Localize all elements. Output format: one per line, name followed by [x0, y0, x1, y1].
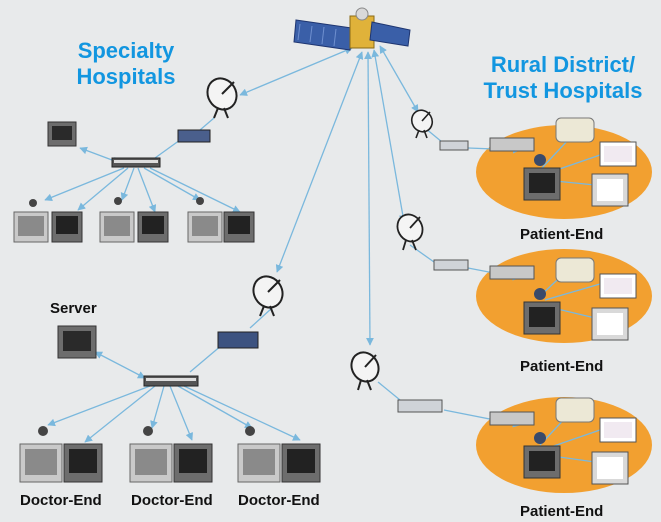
satellite-dish-icon	[206, 77, 238, 119]
medical-device-icon	[599, 273, 637, 299]
webcam-icon	[38, 426, 48, 436]
printer-icon	[555, 257, 595, 283]
webcam-icon	[114, 197, 122, 205]
specialty-title-line-2: Hospitals	[76, 64, 176, 89]
computer-workstation-icon	[523, 167, 561, 201]
network-switch-icon	[111, 157, 161, 168]
modem-icon	[439, 140, 469, 151]
computer-workstation-icon	[57, 325, 97, 359]
medical-device-icon	[599, 141, 637, 167]
satellite-icon	[293, 7, 411, 51]
patient-end-label-3: Patient-End	[520, 503, 604, 520]
specialty-title-line-1: Specialty	[77, 38, 175, 63]
modem-icon	[397, 399, 443, 413]
medical-device-icon	[599, 417, 637, 443]
crt-monitor-icon	[187, 211, 223, 243]
computer-workstation-icon	[137, 211, 169, 243]
scanner-icon	[489, 137, 535, 152]
modem-icon	[217, 331, 259, 349]
doctor-end-label-3: Doctor-End	[238, 492, 320, 509]
computer-workstation-icon	[281, 443, 321, 483]
specialty-hospitals-title: Specialty Hospitals	[58, 38, 194, 90]
crt-monitor-icon	[129, 443, 173, 483]
satellite-dish-icon	[396, 213, 424, 251]
crt-monitor-icon	[99, 211, 135, 243]
rural-hospitals-title: Rural District/ Trust Hospitals	[468, 52, 658, 104]
crt-monitor-icon	[591, 173, 629, 207]
satellite-dish-icon	[252, 275, 284, 317]
patient-end-label-2: Patient-End	[520, 358, 604, 375]
computer-workstation-icon	[173, 443, 213, 483]
satellite-dish-icon	[350, 351, 380, 391]
computer-workstation-icon	[47, 121, 77, 147]
webcam-icon	[534, 432, 546, 444]
webcam-icon	[143, 426, 153, 436]
webcam-icon	[29, 199, 37, 207]
server-label: Server	[50, 300, 97, 317]
crt-monitor-icon	[19, 443, 63, 483]
doctor-end-label-1: Doctor-End	[20, 492, 102, 509]
crt-monitor-icon	[591, 307, 629, 341]
printer-icon	[555, 397, 595, 423]
computer-workstation-icon	[223, 211, 255, 243]
computer-workstation-icon	[63, 443, 103, 483]
network-switch-icon	[143, 375, 199, 387]
satellite-dish-icon	[410, 109, 434, 139]
computer-workstation-icon	[523, 445, 561, 479]
modem-icon	[433, 259, 469, 271]
computer-workstation-icon	[51, 211, 83, 243]
network-links	[44, 45, 601, 463]
webcam-icon	[196, 197, 204, 205]
webcam-icon	[534, 154, 546, 166]
doctor-end-label-2: Doctor-End	[131, 492, 213, 509]
crt-monitor-icon	[591, 451, 629, 485]
webcam-icon	[534, 288, 546, 300]
computer-workstation-icon	[523, 301, 561, 335]
scanner-icon	[489, 265, 535, 280]
crt-monitor-icon	[237, 443, 281, 483]
scanner-icon	[489, 411, 535, 426]
webcam-icon	[245, 426, 255, 436]
modem-icon	[177, 129, 211, 143]
rural-title-line-1: Rural District/	[490, 52, 636, 77]
rural-title-line-2: Trust Hospitals	[483, 78, 643, 103]
crt-monitor-icon	[13, 211, 49, 243]
patient-end-label-1: Patient-End	[520, 226, 604, 243]
printer-icon	[555, 117, 595, 143]
